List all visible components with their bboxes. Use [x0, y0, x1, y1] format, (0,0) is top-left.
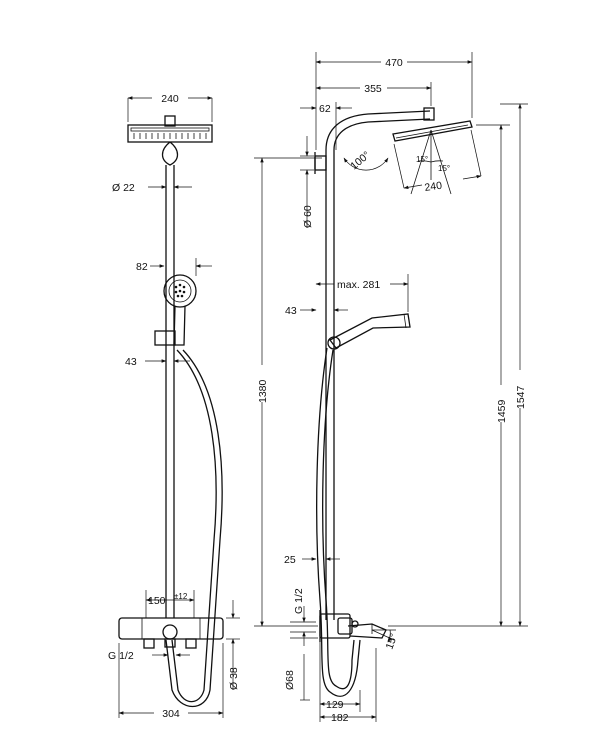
dim-eccentric-diameter: Ø68: [284, 637, 318, 701]
label-width-top: 240: [161, 93, 179, 105]
label-mixer-width: 304: [162, 708, 180, 720]
dim-spout-depth: 129: [319, 642, 361, 722]
dim-arm-length: 355: [315, 82, 432, 106]
dim-mixer-width: 304: [118, 643, 224, 720]
wall-mount-side: [314, 152, 327, 174]
label-head-width: 240: [424, 180, 443, 194]
hose-front: [165, 349, 223, 707]
dim-height-total: 1459: [388, 124, 528, 627]
label-spout-total: 182: [331, 712, 349, 724]
label-eccentric-diameter: Ø68: [284, 670, 296, 690]
dim-head-width: 240: [393, 129, 482, 194]
hand-shower-front: [154, 274, 197, 346]
mixer-side: [319, 610, 387, 642]
riser-pipe-front: [165, 165, 175, 618]
dim-max-reach: max. 281: [315, 274, 409, 312]
dim-pipe-diameter: Ø 22: [112, 182, 192, 194]
side-view: 15° 15° 100° 240: [254, 52, 528, 724]
hand-shower-side: [327, 313, 411, 350]
dim-wall-mount-diameter: Ø 60: [300, 136, 314, 228]
label-connection-spacing: 150: [148, 595, 166, 607]
label-wall-offset: 62: [319, 103, 331, 115]
overhead-shower-front: [127, 115, 213, 166]
label-tilt-left: 15°: [416, 155, 428, 164]
label-pipe-diameter: Ø 22: [112, 182, 135, 194]
dim-height-upper: 1380: [254, 157, 322, 627]
label-spout-depth: 129: [326, 699, 344, 711]
front-view: 240 Ø 22 82 43 150 ±12 G: [108, 93, 240, 720]
label-spout-angle: 15°: [384, 632, 401, 651]
label-overall-depth: 470: [385, 57, 403, 69]
label-mixer-height: Ø 38: [228, 667, 240, 690]
label-inlet-thread-side: G 1/2: [293, 588, 305, 614]
dim-hand-shower-diameter: 82: [136, 258, 212, 276]
dim-height-max: 1547: [500, 103, 528, 627]
label-holder-depth: 43: [285, 305, 297, 317]
dim-width-top: 240: [127, 93, 213, 122]
hose-side: [316, 347, 361, 697]
dim-holder-width: 43: [125, 356, 190, 368]
dim-wall-offset: 62: [300, 102, 352, 150]
label-max-reach: max. 281: [337, 279, 380, 291]
dim-spout-total: 182: [319, 648, 377, 724]
label-holder-width: 43: [125, 356, 137, 368]
dim-inlet-thread-front: G 1/2: [108, 650, 190, 662]
label-wall-mount-diameter: Ø 60: [302, 205, 314, 228]
dim-holder-depth: 43: [285, 305, 348, 317]
label-tilt-right: 15°: [438, 164, 450, 173]
overhead-shower-side: [392, 107, 473, 142]
label-hand-shower-diameter: 82: [136, 261, 148, 273]
mixer-front: [118, 617, 224, 649]
riser-pipe-side: [325, 110, 431, 620]
label-arm-length: 355: [364, 83, 382, 95]
label-arm-angle: 100°: [348, 149, 372, 172]
label-inlet-thread-front: G 1/2: [108, 650, 134, 662]
label-height-upper: 1380: [257, 379, 269, 403]
dim-inlet-thread-side: G 1/2: [290, 588, 316, 646]
label-spacing-tolerance: ±12: [174, 592, 188, 601]
dim-connection-spacing: 150 ±12: [145, 590, 195, 618]
dim-lower-offset: 25: [284, 550, 340, 566]
label-height-max: 1547: [515, 385, 527, 409]
label-height-total: 1459: [496, 399, 508, 423]
dim-mixer-height: Ø 38: [226, 600, 240, 690]
label-lower-offset: 25: [284, 554, 296, 566]
dim-overall-depth: 470: [315, 52, 473, 150]
dim-spout-angle: 15°: [371, 629, 401, 651]
